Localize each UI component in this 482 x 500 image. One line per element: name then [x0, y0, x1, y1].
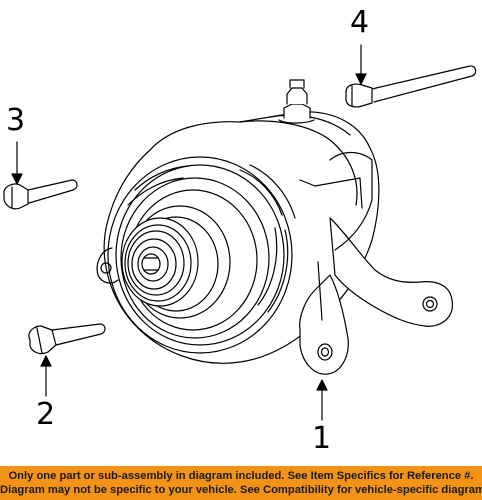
disclaimer-line-1: Only one part or sub-assembly in diagram…	[8, 470, 474, 482]
callout-3: 3	[6, 103, 26, 138]
bolt-3	[3, 179, 78, 210]
callout-1: 1	[312, 421, 332, 456]
disclaimer-banner: Only one part or sub-assembly in diagram…	[0, 466, 482, 500]
callout-2: 2	[36, 397, 56, 432]
disclaimer-line-2: Diagram may not be specific to your vehi…	[0, 484, 482, 496]
alternator-exploded-diagram	[3, 44, 477, 421]
bolt-2	[28, 323, 106, 355]
alternator	[96, 79, 453, 375]
bolt-4	[345, 65, 477, 108]
leader-lines	[11, 44, 367, 421]
terminal-stud	[278, 79, 315, 124]
callout-4: 4	[350, 5, 370, 40]
lower-mount-ear	[299, 274, 349, 375]
pulley	[121, 217, 199, 307]
rear-mount-arm	[329, 217, 453, 327]
